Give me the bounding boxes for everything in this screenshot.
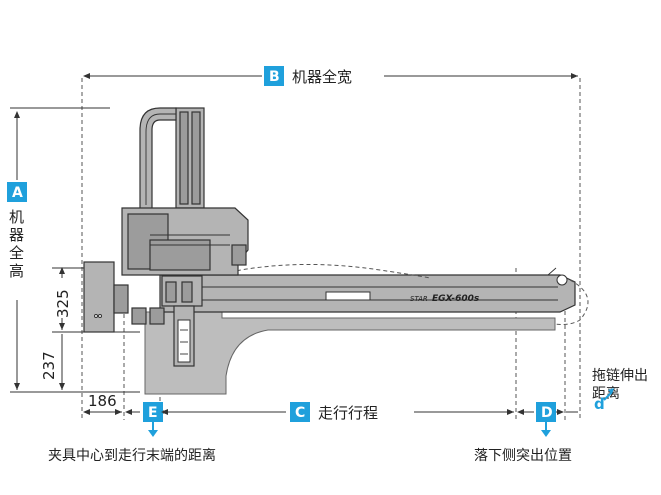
badge-d (536, 402, 556, 422)
badge-c-letter: C (295, 405, 305, 421)
beam-model: EGX-600s (432, 294, 480, 304)
gripper-arm (131, 275, 203, 367)
robot-head (83, 107, 249, 333)
label-height-char-4: 高 (9, 262, 24, 280)
label-travel-stroke: 走行行程 (318, 404, 378, 422)
dimension-b-width: B 机器全宽 (83, 66, 578, 86)
badge-b (264, 66, 284, 86)
traverse-beam: STAR EGX-600s (159, 267, 576, 313)
dim-237: 237 (40, 351, 58, 380)
dim-325: 325 (54, 289, 72, 318)
label-height-char-3: 全 (9, 244, 24, 262)
dimension-325-237: 325 237 (40, 267, 140, 390)
badge-e (143, 402, 163, 422)
badge-e-letter: E (148, 405, 158, 421)
badge-c (290, 402, 310, 422)
label-gripper-center-distance: 夹具中心到走行末端的距离 (48, 447, 216, 464)
label-drop-side-protrusion: 落下侧突出位置 (474, 448, 572, 464)
dimension-a-height: A 机 器 全 高 (7, 107, 140, 393)
label-drag-chain-symbol: d (594, 395, 605, 413)
badge-d-letter: D (541, 405, 553, 421)
bottom-dimensions: 186 E 夹具中心到走行末端的距离 C 走行行程 D 落下侧突出位置 拖链伸出… (48, 368, 648, 464)
label-drag-chain-line1: 拖链伸出 (592, 368, 648, 384)
badge-a-letter: A (12, 185, 23, 201)
label-height-char-2: 器 (9, 226, 24, 244)
beam-plate (325, 291, 371, 301)
badge-a (7, 182, 27, 202)
base-stand (144, 311, 556, 395)
beam-brand: STAR (410, 295, 428, 303)
label-machine-width: 机器全宽 (292, 68, 352, 86)
dim-186: 186 (88, 392, 117, 410)
label-height-char-1: 机 (9, 208, 24, 226)
badge-b-letter: B (269, 69, 280, 85)
drag-chain (229, 263, 589, 325)
